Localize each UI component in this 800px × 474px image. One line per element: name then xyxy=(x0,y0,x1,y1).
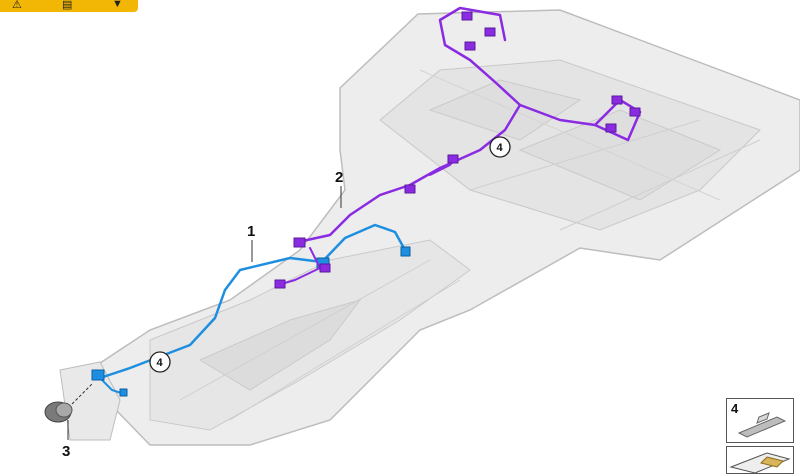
purple-connector xyxy=(447,154,459,164)
purple-connector xyxy=(293,237,306,248)
tape-icon xyxy=(729,452,791,473)
grommet-part xyxy=(44,383,93,440)
blue-connector xyxy=(119,388,128,397)
callout-part-2: 2 xyxy=(335,169,343,186)
blue-wiring-harness xyxy=(91,223,411,397)
legend-clip-box: 4 xyxy=(726,398,794,443)
purple-connector xyxy=(461,11,473,21)
connector-icon: ▼ xyxy=(112,0,123,10)
purple-connector xyxy=(605,123,617,133)
purple-wiring-harness xyxy=(274,6,642,289)
blue-connector xyxy=(91,369,105,381)
purple-connector xyxy=(464,41,476,51)
purple-connector xyxy=(629,107,641,117)
callout-part-3: 3 xyxy=(62,443,70,460)
legend-clip-label: 4 xyxy=(731,401,739,416)
purple-connector xyxy=(319,263,331,273)
clip-icon xyxy=(737,412,787,438)
purple-connector xyxy=(611,95,623,105)
manual-book-icon: ▤ xyxy=(62,0,73,11)
svg-text:4: 4 xyxy=(497,142,504,154)
purple-connector xyxy=(484,27,496,37)
battery-housing xyxy=(59,9,800,446)
blue-connector xyxy=(400,246,411,257)
warning-label-strip: ⚠ ▤ ▼ xyxy=(0,0,138,12)
callout-part-1: 1 xyxy=(247,223,255,240)
purple-connector xyxy=(274,279,286,289)
callout-clip-lower: 4 xyxy=(149,351,171,373)
legend-tool-box xyxy=(726,446,794,474)
svg-text:4: 4 xyxy=(157,357,164,369)
purple-connector xyxy=(404,184,416,194)
callout-clip-upper: 4 xyxy=(489,136,511,158)
leader-lines xyxy=(251,186,342,262)
warning-triangle-icon: ⚠ xyxy=(12,0,22,11)
